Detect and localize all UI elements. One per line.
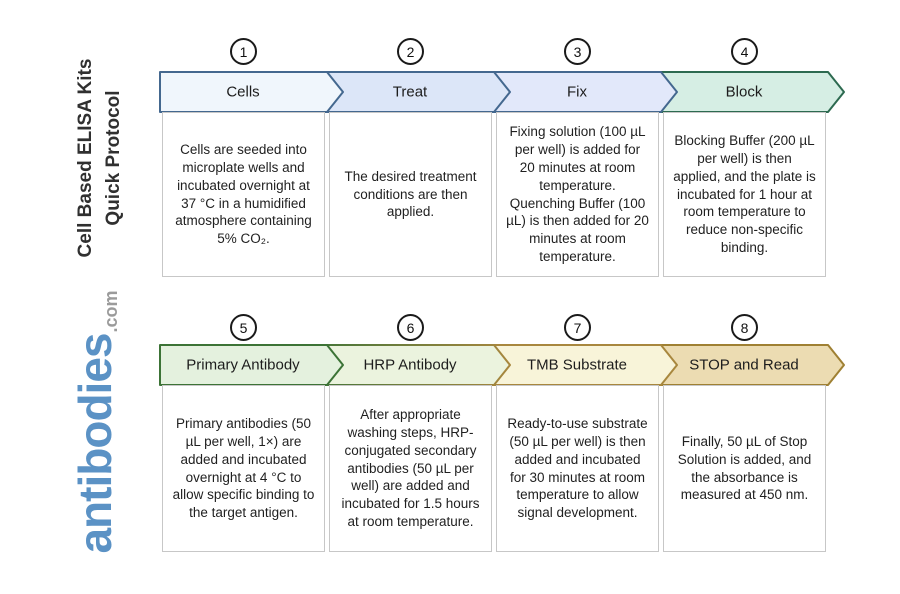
step-2-arrow-label: Treat — [393, 84, 428, 101]
vertical-title: Cell Based ELISA Kits Quick Protocol — [72, 38, 128, 278]
step-5-description-box: Primary antibodies (50 µL per well, 1×) … — [162, 385, 325, 552]
step-2-number-badge: 2 — [397, 38, 424, 65]
step-6-arrow-label: HRP Antibody — [363, 357, 457, 374]
step-8-description-box: Finally, 50 µL of Stop Solution is added… — [663, 385, 826, 552]
step-5-arrow — [159, 344, 344, 386]
step-8-description: Finally, 50 µL of Stop Solution is added… — [677, 433, 812, 503]
step-3-arrow-label: Fix — [567, 84, 587, 101]
step-1-arrow-label: Cells — [226, 84, 259, 101]
brand-logo-text: antibodies — [69, 333, 121, 554]
step-2-description-box: The desired treatment conditions are the… — [329, 112, 492, 277]
step-4-arrow-label: Block — [726, 84, 763, 101]
step-6-description: After appropriate washing steps, HRP-con… — [341, 406, 480, 530]
step-5-arrow-label: Primary Antibody — [186, 357, 300, 374]
step-1-number-badge: 1 — [230, 38, 257, 65]
step-1-description: Cells are seeded into microplate wells a… — [175, 141, 312, 247]
step-4-description: Blocking Buffer (200 µL per well) is the… — [673, 132, 816, 256]
step-7-number-badge: 7 — [564, 314, 591, 341]
step-8-arrow-label: STOP and Read — [689, 357, 799, 374]
step-3-number-badge: 3 — [564, 38, 591, 65]
row-1-arrow-banner: Cells Treat Fix Block — [159, 71, 845, 113]
step-5-number-badge: 5 — [230, 314, 257, 341]
step-2-description: The desired treatment conditions are the… — [344, 168, 477, 220]
step-4-description-box: Blocking Buffer (200 µL per well) is the… — [663, 112, 826, 277]
step-8-number-badge: 8 — [731, 314, 758, 341]
step-7-description: Ready-to-use substrate (50 µL per well) … — [507, 415, 648, 521]
step-3-description: Fixing solution (100 µL per well) is add… — [506, 123, 649, 265]
step-6-number-badge: 6 — [397, 314, 424, 341]
step-5-description: Primary antibodies (50 µL per well, 1×) … — [172, 415, 315, 521]
step-3-description-box: Fixing solution (100 µL per well) is add… — [496, 112, 659, 277]
step-4-number-badge: 4 — [731, 38, 758, 65]
step-7-arrow-label: TMB Substrate — [527, 357, 627, 374]
step-6-description-box: After appropriate washing steps, HRP-con… — [329, 385, 492, 552]
row-2-arrow-banner: Primary Antibody HRP Antibody TMB Substr… — [159, 344, 845, 386]
step-1-description-box: Cells are seeded into microplate wells a… — [162, 112, 325, 277]
title-line-2: Quick Protocol — [103, 90, 124, 226]
step-1-arrow — [159, 71, 344, 113]
brand-logo: antibodies .com — [68, 282, 132, 562]
brand-logo-suffix: .com — [101, 290, 121, 333]
title-line-1: Cell Based ELISA Kits — [75, 58, 96, 258]
step-7-description-box: Ready-to-use substrate (50 µL per well) … — [496, 385, 659, 552]
